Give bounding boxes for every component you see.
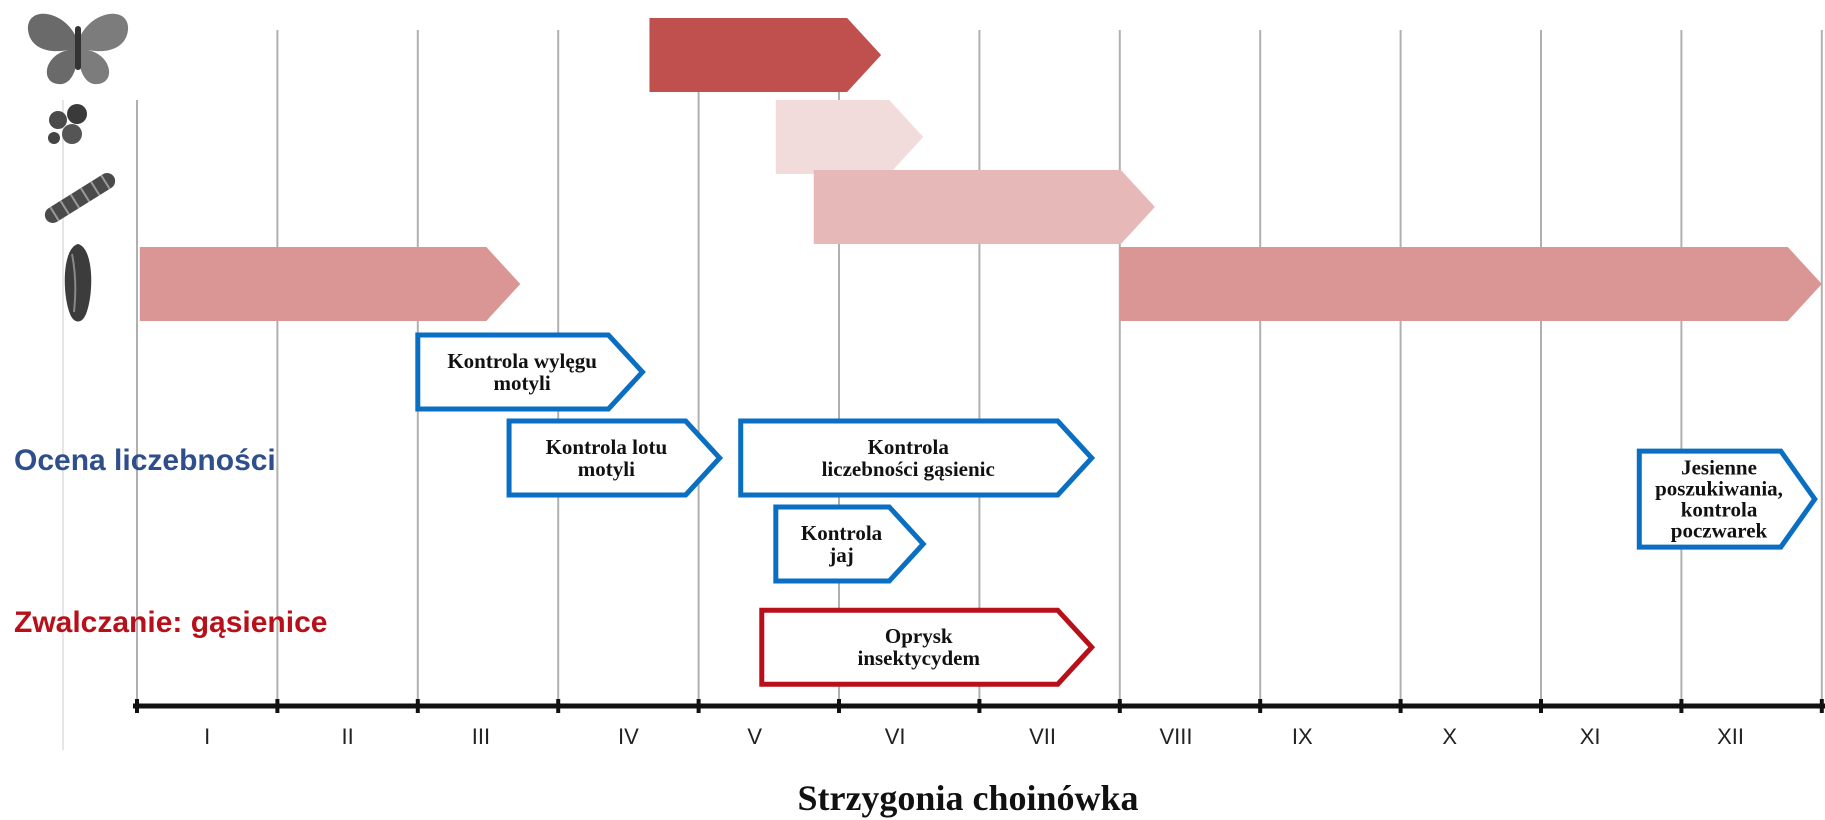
month-label-xi: XI <box>1580 724 1601 749</box>
month-label-vii: VII <box>1029 724 1056 749</box>
life-stage-bars <box>139 18 1822 321</box>
action-label-line: Kontrola wylęgu <box>447 349 597 373</box>
action-label-line: poszukiwania, <box>1655 477 1783 501</box>
eggs-icon <box>48 104 87 144</box>
action-label-line: Jesienne <box>1681 456 1757 480</box>
action-arrow-shape <box>738 418 1096 498</box>
time-axis <box>133 699 1825 713</box>
moth-stage-bar <box>649 18 882 92</box>
caterpillar-icon <box>44 173 116 223</box>
eggs-stage-bar <box>775 100 924 174</box>
pupa-stage-bar <box>139 247 521 321</box>
month-label-ix: IX <box>1292 724 1313 749</box>
action-label-line: Oprysk <box>885 624 953 648</box>
month-label-vi: VI <box>885 724 906 749</box>
month-label-ii: II <box>341 724 353 749</box>
action-arrow-shape <box>759 607 1096 687</box>
action-label-line: jaj <box>828 543 854 567</box>
moth-icon <box>27 13 129 85</box>
action-label-line: motyli <box>578 457 635 481</box>
month-label-viii: VIII <box>1159 724 1192 749</box>
caterpillar-stage-bar <box>813 170 1155 244</box>
action-arrow-shape <box>773 504 927 584</box>
diagram-title: Strzygonia choinówka <box>797 778 1138 818</box>
control-row-label: Zwalczanie: gąsienice <box>14 606 327 639</box>
action-label-line: Kontrola lotu <box>546 435 668 459</box>
action-label-line: Kontrola <box>801 521 883 545</box>
pupa-stage-bar <box>1119 247 1822 321</box>
action-label-line: kontrola <box>1681 498 1758 522</box>
action-label-line: Kontrola <box>868 435 950 459</box>
month-label-iv: IV <box>618 724 639 749</box>
month-label-v: V <box>747 724 762 749</box>
month-label-i: I <box>204 724 210 749</box>
pupa-icon <box>64 244 92 322</box>
action-arrow-shape <box>506 418 724 498</box>
month-label-iii: III <box>472 724 490 749</box>
action-label-line: liczebności gąsienic <box>822 457 995 481</box>
action-label-line: motyli <box>494 371 551 395</box>
month-label-x: X <box>1442 724 1457 749</box>
assessment-row-label: Ocena liczebności <box>14 444 276 477</box>
action-label-line: insektycydem <box>858 646 981 670</box>
action-label-line: poczwarek <box>1671 519 1768 543</box>
action-arrow-shape <box>1636 448 1818 550</box>
month-label-xii: XII <box>1717 724 1744 749</box>
action-arrow-shape <box>415 332 646 412</box>
